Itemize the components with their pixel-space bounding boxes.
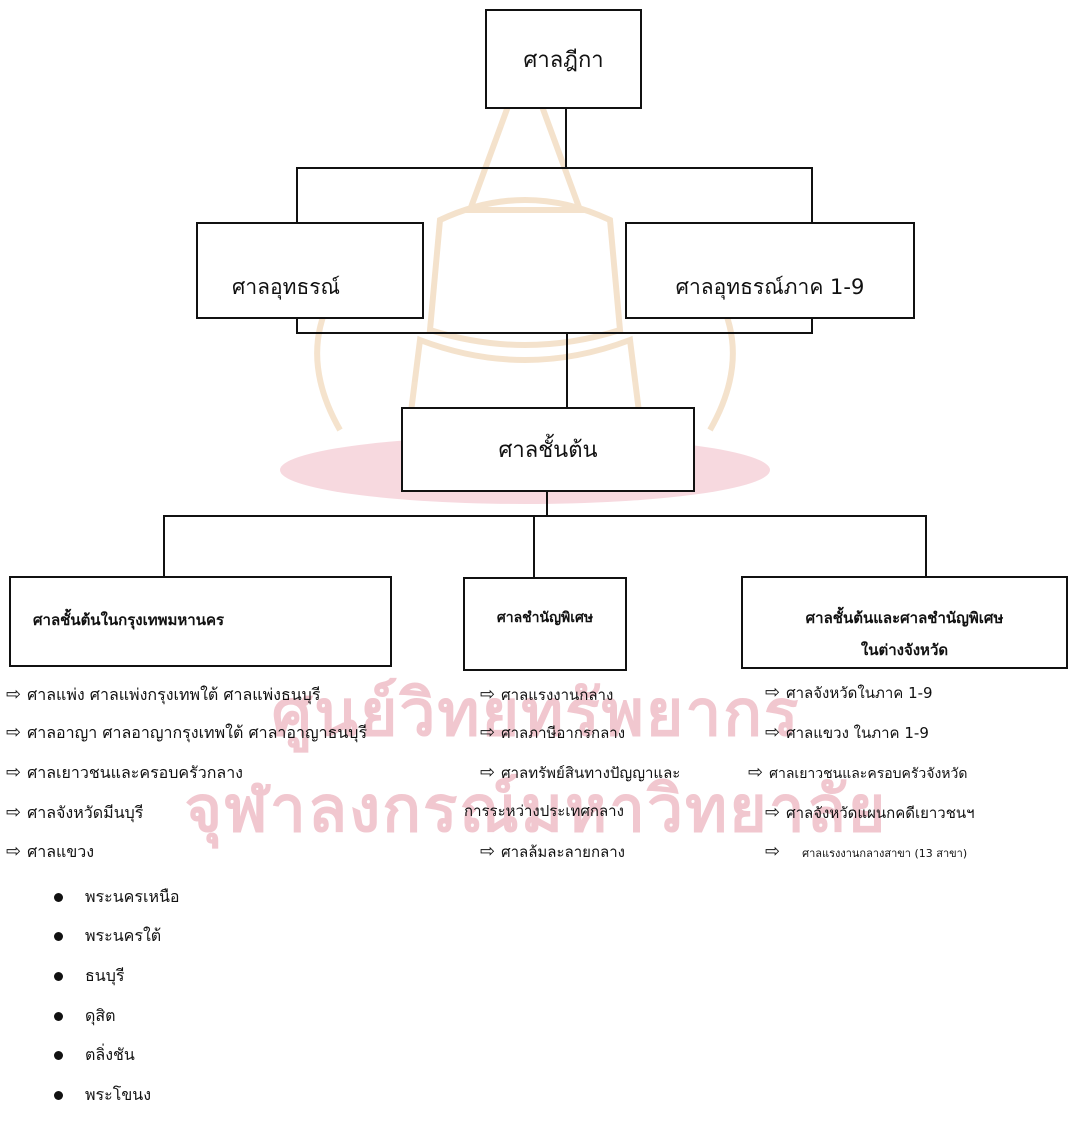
list-item: ⇨ศาลแรงงานกลาง [480, 684, 614, 705]
bullet-icon [54, 972, 63, 981]
list-item: ธนบุรี [54, 964, 124, 989]
list-item: พระโขนง [54, 1083, 151, 1108]
arrow-icon: ⇨ [6, 841, 22, 862]
list-item-continuation: การระหว่างประเทศกลาง [464, 802, 624, 820]
list-item: ⇨ศาลเยาวชนและครอบครัวจังหวัด [748, 762, 968, 783]
supreme-court-label: ศาลฎีกา [523, 47, 604, 73]
arrow-icon: ⇨ [6, 722, 22, 743]
arrow-icon: ⇨ [765, 682, 781, 703]
bullet-icon [54, 893, 63, 902]
supreme-court-box: ศาลฎีกา [485, 9, 642, 109]
arrow-icon: ⇨ [6, 802, 22, 823]
arrow-icon: ⇨ [480, 722, 496, 743]
arrow-icon: ⇨ [6, 762, 22, 783]
connector-appeal-bar [296, 167, 812, 169]
specialized-courts-label: ศาลชำนัญพิเศษ [496, 610, 594, 626]
connector-supreme-down [565, 109, 567, 168]
list-item: ⇨ศาลอาญา ศาลอาญากรุงเทพใต้ ศาลาอาญาธนบุร… [6, 722, 368, 743]
arrow-icon: ⇨ [480, 684, 496, 705]
list-item: ดุสิต [54, 1004, 116, 1029]
list-item: ตลิ่งชัน [54, 1043, 135, 1068]
list-item: พระนครใต้ [54, 924, 161, 949]
connector-appeal-left-under [296, 318, 298, 333]
connector-lower-right-drop [925, 515, 927, 577]
connector-appeal-right-drop [811, 167, 813, 223]
provincial-courts-label-line1: ศาลชั้นต้นและศาลชำนัญพิเศษ [805, 609, 1004, 627]
list-item: ⇨ศาลภาษีอากรกลาง [480, 722, 626, 743]
connector-appeal-bottom-bar [296, 332, 813, 334]
provincial-courts-box: ศาลชั้นต้นและศาลชำนัญพิเศษ ในต่างจังหวัด [741, 576, 1068, 669]
list-item: ⇨ศาลแขวง ในภาค 1-9 [765, 722, 929, 743]
regional-appeal-court-box: ศาลอุทธรณ์ภาค 1-9 [625, 222, 915, 319]
appeal-court-label: ศาลอุทธรณ์ [232, 275, 341, 299]
list-item: ⇨ศาลทรัพย์สินทางปัญญาและ [480, 762, 681, 783]
court-of-first-instance-label: ศาลชั้นต้น [498, 438, 598, 463]
connector-appeal-left-drop [296, 167, 298, 223]
arrow-icon: ⇨ [748, 762, 764, 783]
appeal-court-box: ศาลอุทธรณ์ [196, 222, 424, 319]
arrow-icon: ⇨ [765, 841, 781, 862]
arrow-icon: ⇨ [480, 841, 496, 862]
list-item: ⇨ศาลเยาวชนและครอบครัวกลาง [6, 762, 243, 783]
connector-lower-bar [163, 515, 926, 517]
bullet-icon [54, 1012, 63, 1021]
connector-to-first-instance [566, 332, 568, 408]
arrow-icon: ⇨ [765, 802, 781, 823]
list-item: ⇨ศาลจังหวัดมีนบุรี [6, 802, 144, 823]
bullet-icon [54, 932, 63, 941]
arrow-icon: ⇨ [6, 684, 22, 705]
list-item: ⇨ศาลแพ่ง ศาลแพ่งกรุงเทพใต้ ศาลแพ่งธนบุรี [6, 684, 321, 705]
list-item: พระนครเหนือ [54, 885, 180, 910]
bullet-icon [54, 1051, 63, 1060]
arrow-icon: ⇨ [480, 762, 496, 783]
bullet-icon [54, 1091, 63, 1100]
watermark-text-1: ศูนย์วิทยทรัพยากร [271, 676, 801, 751]
bangkok-courts-label: ศาลชั้นต้นในกรุงเทพมหานคร [33, 611, 225, 629]
list-item: ⇨ศาลจังหวัดแผนกคดีเยาวชนฯ [765, 802, 975, 823]
list-item: ⇨ศาลจังหวัดในภาค 1-9 [765, 682, 933, 703]
provincial-courts-label-line2: ในต่างจังหวัด [860, 641, 949, 659]
list-item: ⇨ศาลล้มละลายกลาง [480, 841, 625, 862]
specialized-courts-box: ศาลชำนัญพิเศษ [463, 577, 627, 671]
arrow-icon: ⇨ [765, 722, 781, 743]
connector-lower-left-drop [163, 515, 165, 577]
list-item: ⇨ศาลแขวง [6, 841, 95, 862]
connector-lower-mid-drop [533, 515, 535, 578]
bangkok-courts-box: ศาลชั้นต้นในกรุงเทพมหานคร [9, 576, 392, 667]
connector-first-instance-down [546, 491, 548, 516]
regional-appeal-court-label: ศาลอุทธรณ์ภาค 1-9 [675, 275, 865, 299]
connector-appeal-right-under [811, 318, 813, 333]
list-item: ⇨ศาลแรงงานกลางสาขา (13 สาขา) [765, 841, 968, 862]
court-of-first-instance-box: ศาลชั้นต้น [401, 407, 695, 492]
